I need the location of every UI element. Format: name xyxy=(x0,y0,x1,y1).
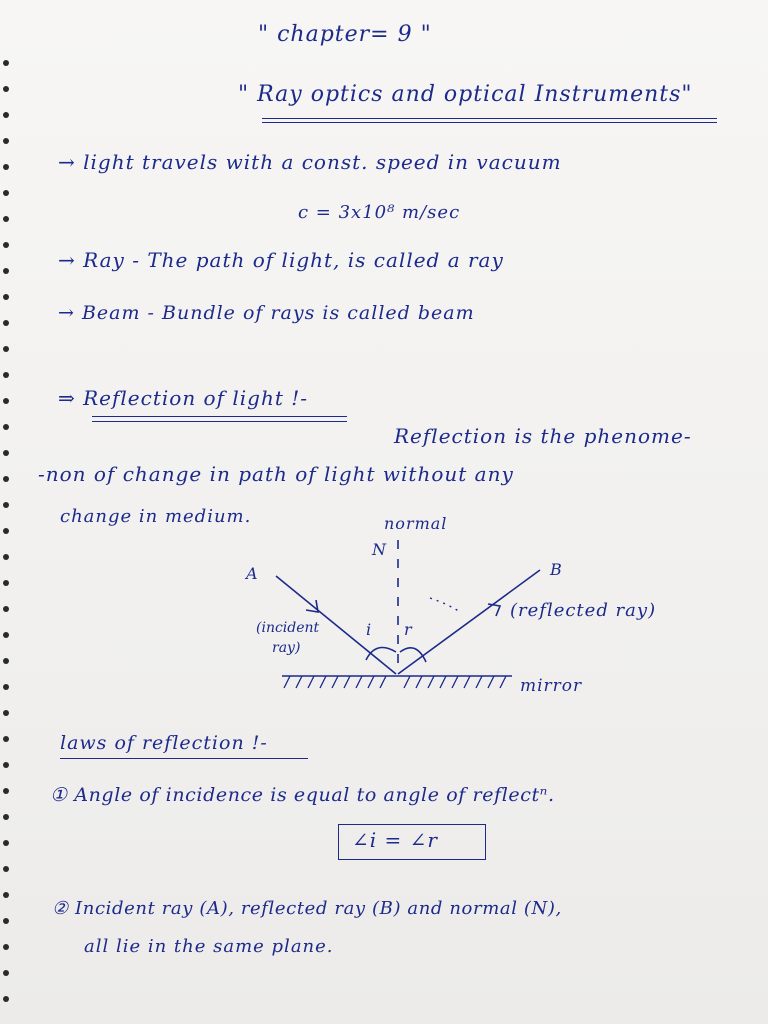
binding-hole xyxy=(3,320,9,326)
laws-heading: laws of reflection !- xyxy=(60,732,268,754)
binding-hole xyxy=(3,450,9,456)
normal-letter: N xyxy=(372,540,387,559)
binding-hole xyxy=(3,372,9,378)
binding-hole xyxy=(3,138,9,144)
normal-label: normal xyxy=(384,514,448,533)
binding-hole xyxy=(3,190,9,196)
mirror-hatching xyxy=(283,675,507,689)
reflection-definition-1: Reflection is the phenome- xyxy=(394,424,692,448)
binding-hole xyxy=(3,164,9,170)
reflection-heading: ⇒ Reflection of light !- xyxy=(58,386,309,410)
binding-hole xyxy=(3,502,9,508)
point-a-label: A xyxy=(246,564,259,583)
reflection-definition-3: change in medium. xyxy=(60,506,252,527)
incident-label-1: (incident xyxy=(256,620,320,636)
binding-hole xyxy=(3,476,9,482)
binding-hole xyxy=(3,632,9,638)
reflection-definition-2: -non of change in path of light without … xyxy=(38,462,514,486)
binding-hole xyxy=(3,424,9,430)
note-speed-value: c = 3x10⁸ m/sec xyxy=(298,202,461,223)
angle-i-arc xyxy=(365,646,397,661)
note-ray-definition: → Ray - The path of light, is called a r… xyxy=(58,248,504,272)
binding-hole xyxy=(3,580,9,586)
binding-hole xyxy=(3,112,9,118)
title-underline-2 xyxy=(262,122,717,123)
binding-hole xyxy=(3,788,9,794)
incident-label-2: ray) xyxy=(272,640,301,656)
note-beam-definition: → Beam - Bundle of rays is called beam xyxy=(58,302,475,324)
binding-hole xyxy=(3,892,9,898)
binding-hole xyxy=(3,346,9,352)
reflected-ray-label: (reflected ray) xyxy=(510,600,657,621)
reflected-ray xyxy=(397,569,541,675)
angle-r-label: r xyxy=(404,620,413,639)
binding-hole xyxy=(3,528,9,534)
equation-text: ∠i = ∠r xyxy=(352,828,438,852)
binding-hole xyxy=(3,268,9,274)
binding-hole xyxy=(3,918,9,924)
title-underline-1 xyxy=(262,118,717,119)
binding-hole xyxy=(3,216,9,222)
binding-hole xyxy=(3,684,9,690)
binding-hole xyxy=(3,762,9,768)
binding-hole xyxy=(3,970,9,976)
reflection-underline-2 xyxy=(92,421,347,422)
binding-hole xyxy=(3,996,9,1002)
binding-hole xyxy=(3,398,9,404)
incident-arrowhead xyxy=(305,599,319,613)
binding-hole xyxy=(3,710,9,716)
equation-box xyxy=(338,824,486,860)
binding-holes xyxy=(0,0,18,1024)
note-light-speed: → light travels with a const. speed in v… xyxy=(58,150,562,174)
incident-ray xyxy=(275,575,397,675)
mirror-label: mirror xyxy=(520,676,583,696)
binding-hole xyxy=(3,242,9,248)
dotted-guide xyxy=(429,597,461,613)
angle-i-label: i xyxy=(366,620,373,639)
binding-hole xyxy=(3,554,9,560)
binding-hole xyxy=(3,866,9,872)
binding-hole xyxy=(3,60,9,66)
reflection-underline-1 xyxy=(92,416,347,417)
laws-underline xyxy=(60,758,308,759)
binding-hole xyxy=(3,606,9,612)
binding-hole xyxy=(3,294,9,300)
law-2-line-2: all lie in the same plane. xyxy=(84,936,334,957)
chapter-title: " Ray optics and optical Instruments" xyxy=(238,82,693,107)
binding-hole xyxy=(3,658,9,664)
binding-hole xyxy=(3,86,9,92)
angle-r-arc xyxy=(399,646,427,663)
point-b-label: B xyxy=(550,560,563,579)
binding-hole xyxy=(3,944,9,950)
chapter-heading: " chapter= 9 " xyxy=(258,22,432,47)
binding-hole xyxy=(3,814,9,820)
binding-hole xyxy=(3,840,9,846)
law-1: ① Angle of incidence is equal to angle o… xyxy=(50,784,555,806)
reflected-arrowhead xyxy=(487,603,502,617)
law-2-line-1: ② Incident ray (A), reflected ray (B) an… xyxy=(52,898,562,919)
binding-hole xyxy=(3,736,9,742)
